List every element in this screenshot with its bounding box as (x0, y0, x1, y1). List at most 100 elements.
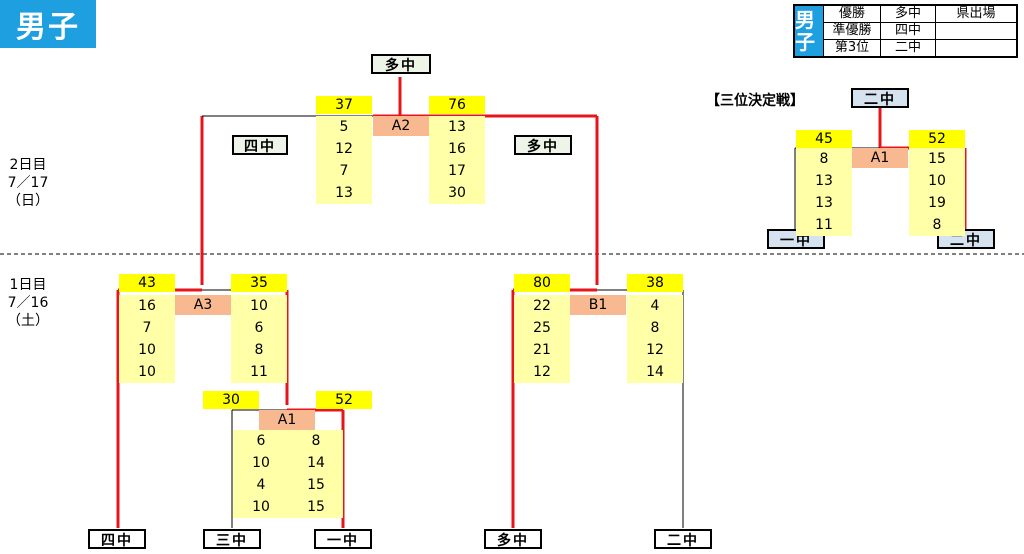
score-cell: 15 (928, 151, 946, 167)
a1-match-id: A1 (259, 410, 315, 430)
score-cell: 16 (138, 298, 156, 314)
score-cell: 22 (533, 298, 551, 314)
score-cell: 8 (254, 342, 264, 358)
results-team: 多中 (881, 6, 936, 22)
score-cell: 21 (533, 342, 551, 358)
score-cell: 15 (307, 477, 325, 493)
final-match-id: A2 (373, 116, 429, 136)
score-cell: 11 (815, 217, 833, 233)
results-row-champion: 優勝 多中 県出場 (824, 6, 1016, 23)
results-extra (936, 40, 1016, 56)
team-top-winner: 多中 (371, 54, 431, 74)
score-cell: 14 (646, 364, 664, 380)
score-cell: 8 (650, 320, 660, 336)
score-cell: 17 (448, 163, 466, 179)
day1-line2: 7／16 (7, 295, 49, 311)
a3-right-total: 35 (231, 274, 287, 292)
score-cell: 8 (932, 217, 942, 233)
day2-line1: 2日目 (9, 157, 47, 173)
score-cell: 7 (142, 320, 152, 336)
score-cell: 16 (448, 141, 466, 157)
team-final-right: 多中 (514, 135, 572, 155)
score-cell: 10 (250, 298, 268, 314)
score-cell: 13 (815, 173, 833, 189)
b1-left-scores: 22 25 21 12 (514, 295, 570, 383)
third-right-total: 52 (909, 130, 965, 148)
final-left-scores: 5 12 7 13 (316, 116, 372, 204)
score-cell: 10 (252, 455, 270, 471)
team-bottom-san: 三中 (203, 529, 261, 549)
score-cell: 10 (138, 364, 156, 380)
a1-right-total: 52 (316, 391, 372, 409)
score-cell: 8 (311, 433, 321, 449)
team-bottom-yon: 四中 (88, 529, 146, 549)
third-match-id: A1 (852, 148, 908, 168)
a3-left-total: 43 (119, 274, 175, 292)
score-cell: 30 (448, 185, 466, 201)
score-cell: 8 (819, 151, 829, 167)
results-extra (936, 23, 1016, 39)
score-cell: 13 (335, 185, 353, 201)
results-side-label: 男子 (795, 6, 824, 56)
results-label: 優勝 (824, 6, 881, 22)
team-final-left: 四中 (232, 135, 288, 155)
a3-right-scores: 10 6 8 11 (231, 295, 287, 383)
day1-line1: 1日目 (9, 277, 47, 293)
day1-label: 1日目 7／16 （土） (0, 276, 56, 330)
day2-line3: （日） (7, 193, 49, 209)
day1-line3: （土） (7, 313, 49, 329)
day2-line2: 7／17 (7, 175, 49, 191)
team-third-winner: 二中 (851, 88, 909, 108)
third-left-total: 45 (796, 130, 852, 148)
b1-match-id: B1 (570, 295, 626, 315)
final-right-scores: 13 16 17 30 (429, 116, 485, 204)
score-cell: 4 (256, 477, 266, 493)
third-right-scores: 15 10 19 8 (909, 148, 965, 236)
score-cell: 11 (250, 364, 268, 380)
results-table: 男子 優勝 多中 県出場 準優勝 四中 第3位 二中 (793, 4, 1018, 58)
team-bottom-ichi: 一中 (314, 529, 372, 549)
score-cell: 10 (252, 499, 270, 515)
a1-left-scores: 6 10 4 10 (233, 430, 289, 518)
b1-right-scores: 4 8 12 14 (627, 295, 683, 383)
score-cell: 12 (646, 342, 664, 358)
a3-left-scores: 16 7 10 10 (119, 295, 175, 383)
results-side-text: 男子 (795, 8, 815, 54)
score-cell: 13 (448, 119, 466, 135)
team-bottom-ni: 二中 (654, 529, 712, 549)
score-cell: 19 (928, 195, 946, 211)
results-team: 二中 (881, 40, 936, 56)
results-row-third: 第3位 二中 (824, 40, 1016, 56)
score-cell: 15 (307, 499, 325, 515)
team-bottom-ta: 多中 (484, 529, 542, 549)
results-team: 四中 (881, 23, 936, 39)
score-cell: 4 (650, 298, 660, 314)
a3-match-id: A3 (175, 295, 231, 315)
score-cell: 13 (815, 195, 833, 211)
final-right-total: 76 (429, 96, 485, 114)
results-extra: 県出場 (956, 6, 996, 21)
results-label: 準優勝 (824, 23, 881, 39)
results-label: 第3位 (824, 40, 881, 56)
score-cell: 7 (339, 163, 349, 179)
score-cell: 12 (533, 364, 551, 380)
a1-right-scores: 8 14 15 15 (289, 430, 343, 518)
score-cell: 6 (254, 320, 264, 336)
final-left-total: 37 (316, 96, 372, 114)
third-place-label: 【三位決定戦】 (706, 93, 804, 109)
score-cell: 12 (335, 141, 353, 157)
b1-left-total: 80 (514, 274, 570, 292)
score-cell: 14 (307, 455, 325, 471)
page-title: 男子 (0, 0, 96, 48)
results-row-runnerup: 準優勝 四中 (824, 23, 1016, 40)
day2-label: 2日目 7／17 （日） (0, 156, 56, 210)
a1-left-total: 30 (203, 391, 259, 409)
score-cell: 6 (256, 433, 266, 449)
score-cell: 10 (928, 173, 946, 189)
score-cell: 5 (339, 119, 349, 135)
third-left-scores: 8 13 13 11 (796, 148, 852, 236)
team-third-right: 二中 (937, 229, 995, 249)
b1-right-total: 38 (627, 274, 683, 292)
score-cell: 25 (533, 320, 551, 336)
score-cell: 10 (138, 342, 156, 358)
